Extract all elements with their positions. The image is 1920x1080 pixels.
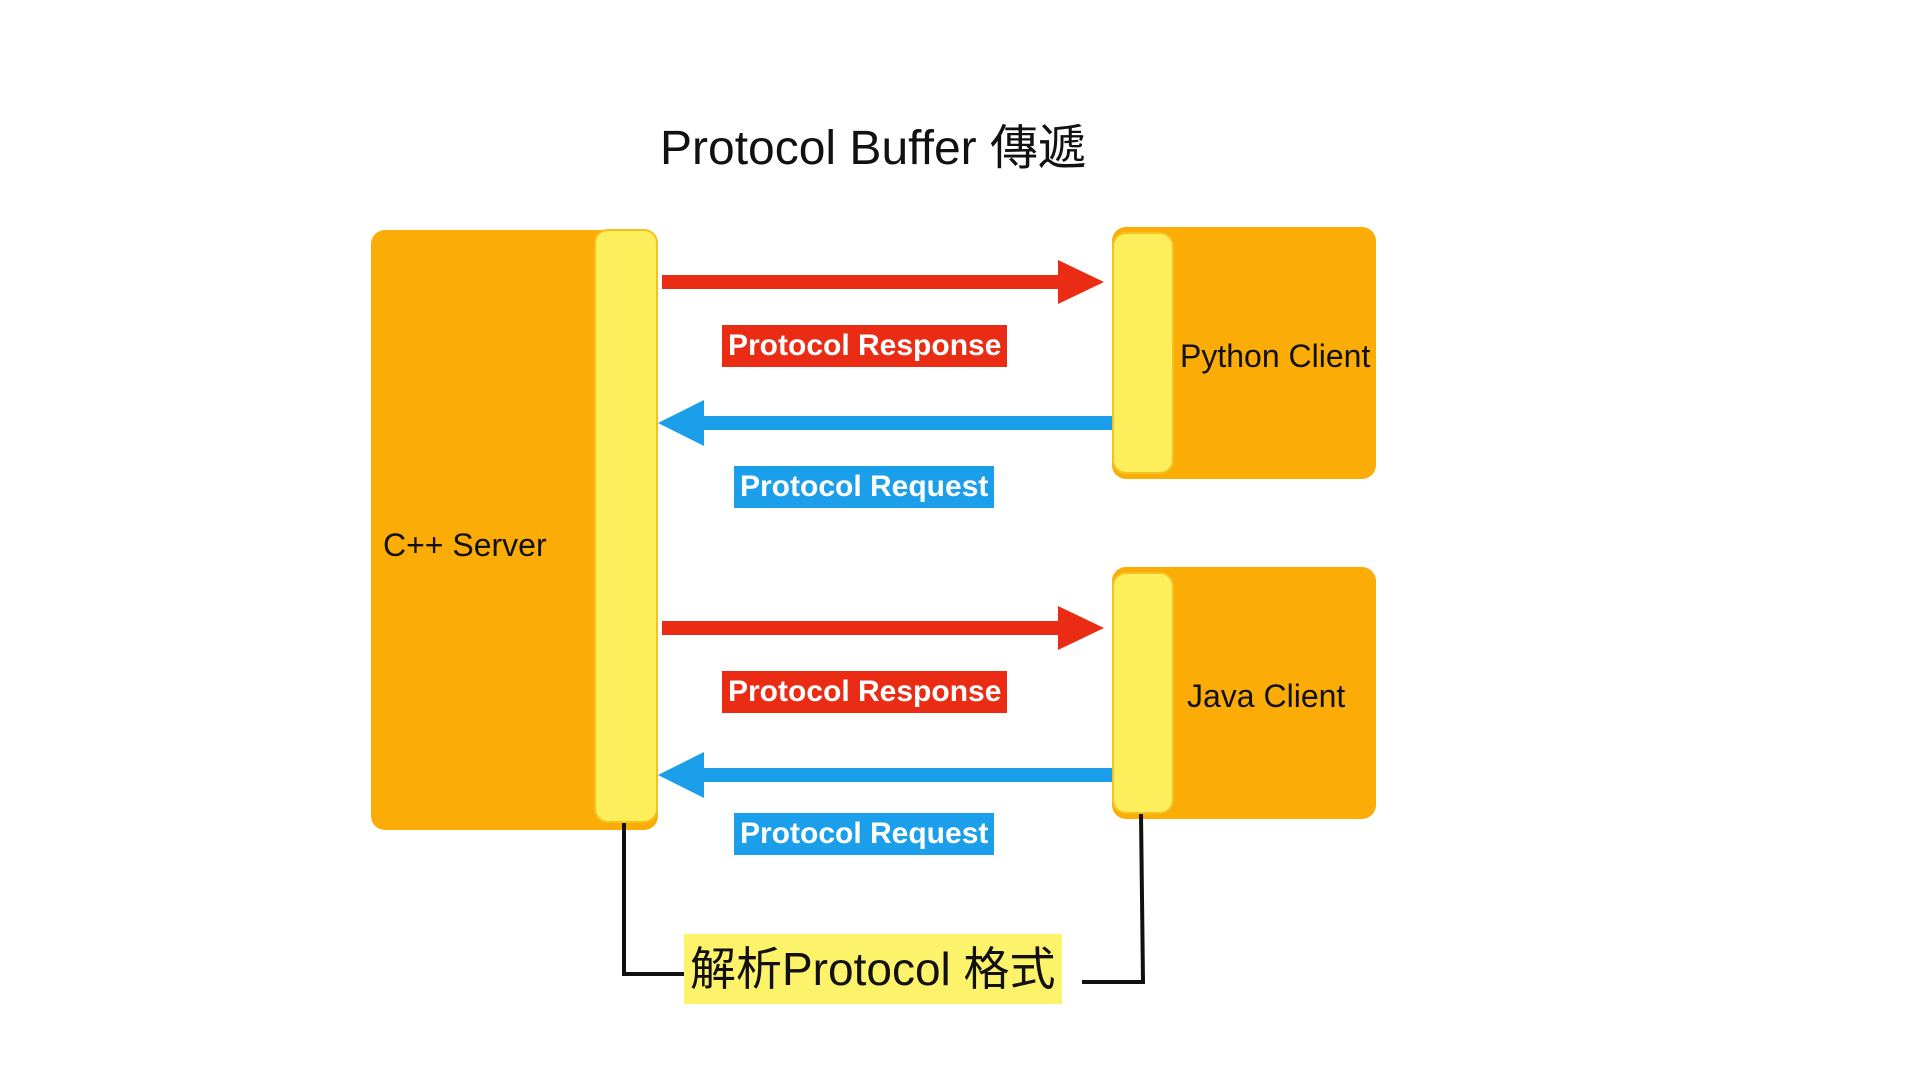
response-arrow-java (662, 606, 1104, 650)
server-label: C++ Server (383, 527, 547, 563)
java-client-label: Java Client (1187, 678, 1346, 714)
java-request-tag: Protocol Request (734, 813, 995, 855)
server-interface-strip (594, 229, 658, 823)
java-parser-connector (1082, 813, 1146, 984)
java-response-tag: Protocol Response (722, 671, 1008, 713)
python-client-interface-strip (1112, 232, 1174, 474)
java-client-interface-strip (1112, 572, 1174, 814)
python-response-tag: Protocol Response (722, 325, 1008, 367)
python-client-label: Python Client (1180, 338, 1371, 374)
server-parser-connector (622, 823, 686, 976)
protocol-parser-label: 解析Protocol 格式 (684, 934, 1062, 1004)
python-request-tag: Protocol Request (734, 466, 995, 508)
diagram-title: Protocol Buffer 傳遞 (660, 122, 1086, 175)
request-arrow-python (658, 400, 1112, 446)
response-arrow-python (662, 260, 1104, 304)
request-arrow-java (658, 752, 1112, 798)
